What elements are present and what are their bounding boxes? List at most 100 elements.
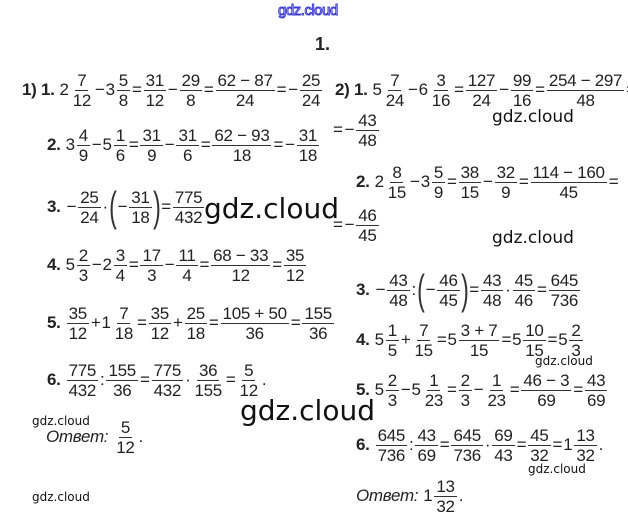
denominator: 9 xyxy=(433,182,443,202)
whole-part: 5 xyxy=(447,330,457,349)
numerator: 31 xyxy=(296,125,320,146)
parenthesis: ) xyxy=(152,183,161,230)
numerator: 1 xyxy=(490,370,504,391)
numerator: 645 xyxy=(548,270,581,291)
whole-part: 2 xyxy=(59,80,69,99)
operator: = xyxy=(225,370,236,389)
numerator: 46 xyxy=(437,270,460,291)
numerator: 645 xyxy=(451,425,483,446)
step-label: 3. xyxy=(356,280,370,299)
whole-part: 5 xyxy=(65,255,75,274)
whole-part: 5 xyxy=(558,330,568,349)
numerator: 2 xyxy=(385,370,399,391)
denominator: 36 xyxy=(245,323,265,343)
denominator: 24 xyxy=(472,90,491,110)
numerator: 31 xyxy=(143,70,166,91)
numerator: 68 − 33 xyxy=(211,245,271,266)
numerator: 5 xyxy=(118,417,132,438)
numerator: 25 xyxy=(299,70,323,91)
denominator: 15 xyxy=(525,340,544,360)
operator: = xyxy=(128,135,139,154)
whole-part: 2 xyxy=(102,255,112,274)
denominator: 36 xyxy=(113,380,132,400)
denominator: 4 xyxy=(182,265,192,285)
numerator: 105 + 50 xyxy=(220,303,289,324)
denominator: 36 xyxy=(309,323,328,343)
operator: = xyxy=(276,80,287,99)
denominator: 16 xyxy=(431,90,451,110)
operator: − xyxy=(91,135,102,154)
denominator: 24 xyxy=(301,90,321,110)
operator: − xyxy=(285,135,295,154)
denominator: 9 xyxy=(78,145,88,165)
denominator: 15 xyxy=(469,340,489,360)
operator: = xyxy=(131,80,142,99)
watermark-medium: gdz.cloud xyxy=(492,107,574,127)
operator: + xyxy=(400,330,411,349)
denominator: 9 xyxy=(501,182,511,202)
denominator: 736 xyxy=(377,445,406,465)
denominator: 48 xyxy=(576,90,595,110)
operator: : xyxy=(409,435,414,454)
denominator: 9 xyxy=(147,145,157,165)
numerator: 99 xyxy=(510,70,534,91)
numerator: 775 xyxy=(172,187,205,208)
operator: . xyxy=(138,427,144,446)
numerator: 38 xyxy=(458,162,481,183)
numerator: 13 xyxy=(434,476,457,497)
operator: + xyxy=(172,313,183,332)
whole-part: 5 xyxy=(411,380,421,399)
numerator: 31 xyxy=(140,125,163,146)
numerator: 645 xyxy=(375,425,408,446)
denominator: 3 xyxy=(147,265,157,285)
operator: − xyxy=(91,255,102,274)
numerator: 17 xyxy=(140,245,163,266)
numerator: 3 + 7 xyxy=(458,320,500,341)
numerator: 5 xyxy=(116,70,130,91)
denominator: 12 xyxy=(231,265,251,285)
denominator: 45 xyxy=(358,225,377,245)
operator: − xyxy=(499,80,509,99)
numerator: 2 xyxy=(76,245,90,266)
denominator: 48 xyxy=(358,130,377,150)
